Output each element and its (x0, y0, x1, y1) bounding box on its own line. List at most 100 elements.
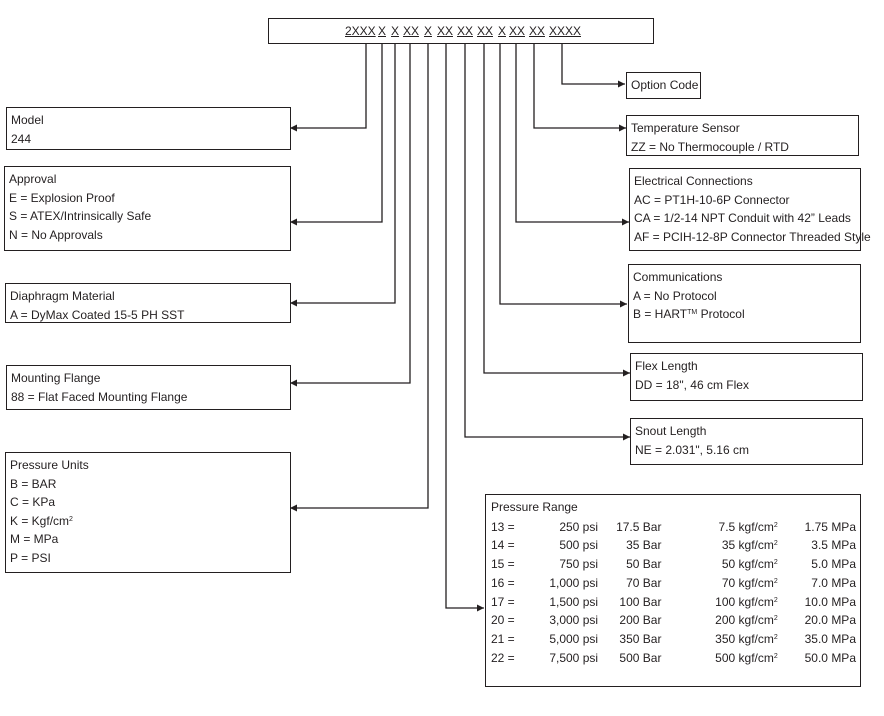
range-code: 20 = (491, 613, 515, 628)
range-code: 15 = (491, 557, 515, 572)
range-code: 21 = (491, 632, 515, 647)
electrical-title: Electrical Connections (634, 174, 753, 188)
mounting-title: Mounting Flange (11, 371, 101, 385)
code-segment-diaphragm: X (390, 24, 399, 38)
connector-range (445, 44, 484, 612)
electrical-option: CA = 1/2-14 NPT Conduit with 42” Leads (634, 211, 851, 225)
connector-option (561, 44, 625, 88)
units-box: Pressure Units B = BAR C = KPa K = Kgf/c… (5, 452, 291, 573)
range-mpa: 5.0 MPa (811, 557, 856, 572)
flex-title: Flex Length (635, 359, 698, 373)
code-segment-temp: XX (528, 24, 545, 38)
comms-option: A = No Protocol (633, 288, 717, 303)
code-segment-flex: XX (476, 24, 493, 38)
range-bar: 70 Bar (626, 575, 662, 590)
diaphragm-option: A = DyMax Coated 15-5 PH SST (10, 307, 185, 322)
range-kgf: 50 kgf/cm2 (721, 557, 778, 572)
connector-diaphragm (290, 44, 396, 307)
comms-box: Communications A = No Protocol B = HARTT… (628, 264, 861, 343)
temp-option: ZZ = No Thermocouple / RTD (631, 139, 789, 154)
comms-title: Communications (633, 270, 723, 284)
range-row: 22 = 7,500 psi 500 Bar 500 kgf/cm2 50.0 MPa (491, 649, 856, 668)
range-code: 17 = (491, 594, 515, 609)
approval-title: Approval (9, 172, 57, 186)
approval-box: Approval E = Explosion Proof S = ATEX/In… (4, 166, 291, 251)
range-psi: 1,500 psi (549, 594, 599, 609)
range-bar: 500 Bar (619, 651, 662, 666)
range-psi: 1,000 psi (549, 575, 599, 590)
model-box: Model 244 (6, 107, 291, 150)
code-segment-model: 2XXX (345, 24, 376, 38)
range-bar: 200 Bar (619, 613, 662, 628)
approval-option: E = Explosion Proof (9, 190, 115, 205)
code-segment-range: XX (436, 24, 453, 38)
connector-units (290, 44, 429, 512)
range-mpa: 10.0 MPa (804, 594, 856, 609)
flex-box: Flex Length DD = 18", 46 cm Flex (630, 353, 863, 401)
range-code: 16 = (491, 575, 515, 590)
connector-model (290, 44, 367, 132)
option-box: Option Code (626, 72, 701, 99)
connector-approval (290, 44, 383, 226)
units-title: Pressure Units (10, 458, 89, 472)
comms-option: B = HARTTM Protocol (633, 307, 745, 321)
approval-option: N = No Approvals (9, 227, 103, 242)
flex-option: DD = 18", 46 cm Flex (635, 377, 749, 392)
approval-option: S = ATEX/Intrinsically Safe (9, 209, 152, 223)
range-psi: 500 psi (559, 538, 599, 553)
connector-snout (464, 44, 630, 441)
range-kgf: 500 kgf/cm2 (715, 651, 778, 666)
temp-box: Temperature Sensor ZZ = No Thermocouple … (626, 115, 859, 156)
connector-mounting (290, 44, 411, 387)
electrical-option: AF = PCIH-12-8P Connector Threaded Style (634, 229, 871, 244)
diaphragm-box: Diaphragm Material A = DyMax Coated 15-5… (5, 283, 291, 323)
range-kgf: 200 kgf/cm2 (715, 613, 778, 628)
range-bar: 35 Bar (626, 538, 662, 553)
range-psi: 7,500 psi (549, 651, 599, 666)
range-psi: 3,000 psi (549, 613, 599, 628)
range-mpa: 50.0 MPa (804, 651, 856, 666)
snout-option: NE = 2.031", 5.16 cm (635, 442, 749, 457)
option-title: Option Code (631, 78, 699, 92)
units-option: C = KPa (10, 495, 56, 509)
code-segment-comms: X (497, 24, 506, 38)
connector-comms (499, 44, 627, 308)
electrical-option: AC = PT1H-10-6P Connector (634, 192, 790, 207)
code-segment-mounting: XX (402, 24, 419, 38)
range-kgf: 100 kgf/cm2 (715, 594, 778, 609)
connector-flex (483, 44, 630, 377)
code-segment-electrical: XX (508, 24, 525, 38)
range-mpa: 35.0 MPa (804, 632, 856, 647)
model-code-box: 2XXX X X XX X XX XX XX X XX XX XXXX (268, 18, 654, 44)
range-mpa: 20.0 MPa (804, 613, 856, 628)
connector-temp (533, 44, 626, 132)
range-psi: 5,000 psi (549, 632, 599, 647)
model-line: 244 (11, 131, 32, 146)
units-option: B = BAR (10, 476, 57, 491)
mounting-box: Mounting Flange 88 = Flat Faced Mounting… (6, 365, 291, 410)
range-bar: 350 Bar (619, 632, 662, 647)
connector-electrical (515, 44, 629, 226)
snout-box: Snout Length NE = 2.031", 5.16 cm (630, 418, 863, 465)
range-kgf: 7.5 kgf/cm2 (718, 519, 778, 534)
code-segment-approval: X (377, 24, 386, 38)
range-mpa: 3.5 MPa (811, 538, 856, 553)
range-bar: 50 Bar (626, 557, 662, 572)
range-code: 13 = (491, 519, 515, 534)
units-option: K = Kgf/cm2 (10, 513, 73, 528)
range-psi: 250 psi (559, 519, 599, 534)
range-kgf: 70 kgf/cm2 (721, 575, 778, 590)
model-title: Model (11, 113, 44, 127)
units-option: P = PSI (10, 550, 51, 565)
units-option: M = MPa (10, 532, 59, 546)
range-code: 22 = (491, 651, 515, 666)
